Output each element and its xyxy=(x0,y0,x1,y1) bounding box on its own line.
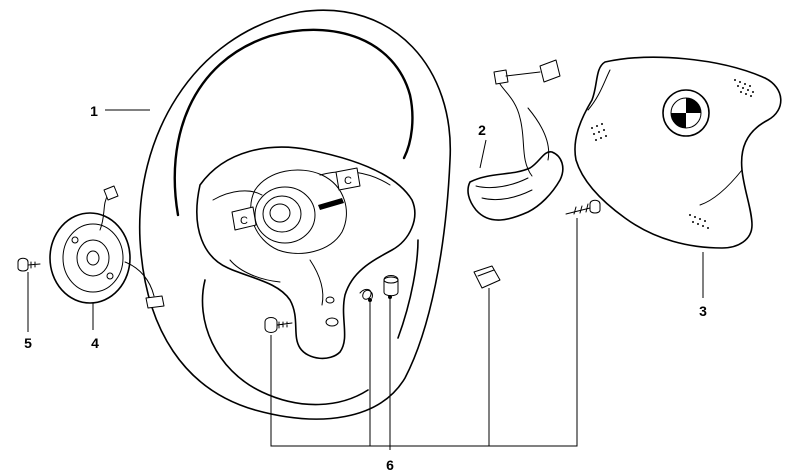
callout-2: 2 xyxy=(478,122,486,138)
spring-part xyxy=(359,288,373,300)
airbag-screw xyxy=(565,199,601,215)
screw-part xyxy=(17,257,41,272)
callout-6: 6 xyxy=(386,457,394,473)
callout-1: 1 xyxy=(90,103,98,119)
steering-wheel: C C xyxy=(138,9,452,420)
damper-part xyxy=(383,275,399,297)
spoke-right-letter: C xyxy=(344,175,352,187)
spoke-right-marker: C xyxy=(335,167,361,191)
contact-bracket xyxy=(467,59,564,221)
bolt-part xyxy=(264,317,293,333)
emblem-logo xyxy=(662,89,710,137)
spoke-left-letter: C xyxy=(240,215,248,227)
spoke-left-marker: C xyxy=(231,206,257,231)
callout-5: 5 xyxy=(24,335,32,351)
airbag-module xyxy=(574,56,782,249)
callout-4: 4 xyxy=(91,335,99,351)
slip-ring xyxy=(49,185,165,309)
callout-3: 3 xyxy=(699,303,707,319)
clip-part xyxy=(473,265,501,289)
leader-lines xyxy=(27,109,704,450)
